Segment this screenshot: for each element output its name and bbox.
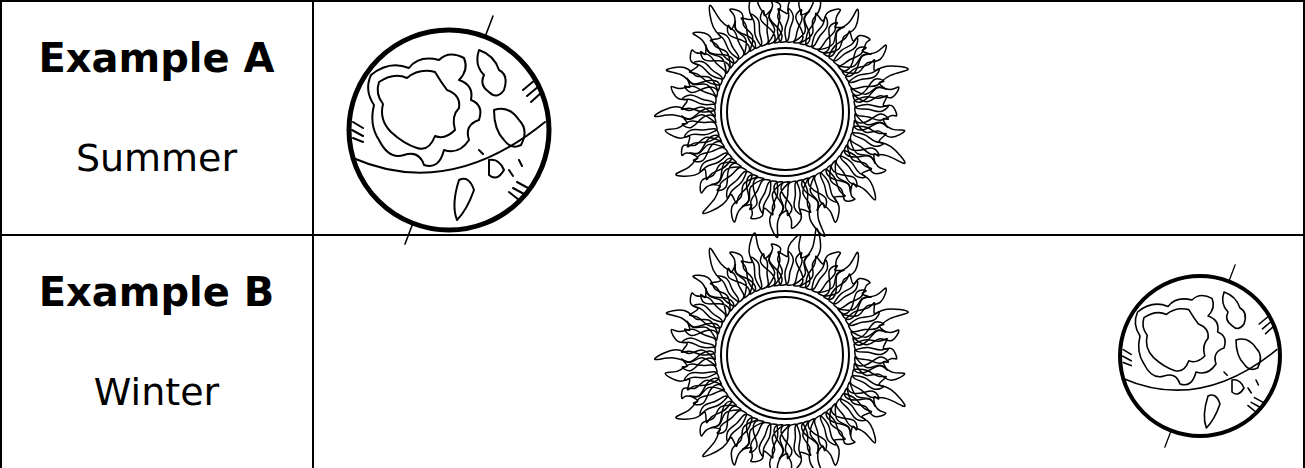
- example-heading: Example B: [0, 270, 313, 314]
- season-label: Winter: [0, 372, 313, 414]
- earth: [349, 16, 549, 244]
- sun: [655, 0, 909, 238]
- season-label: Summer: [0, 138, 313, 180]
- earth: [1120, 265, 1280, 447]
- sun: [655, 228, 909, 468]
- example-heading: Example A: [0, 36, 313, 80]
